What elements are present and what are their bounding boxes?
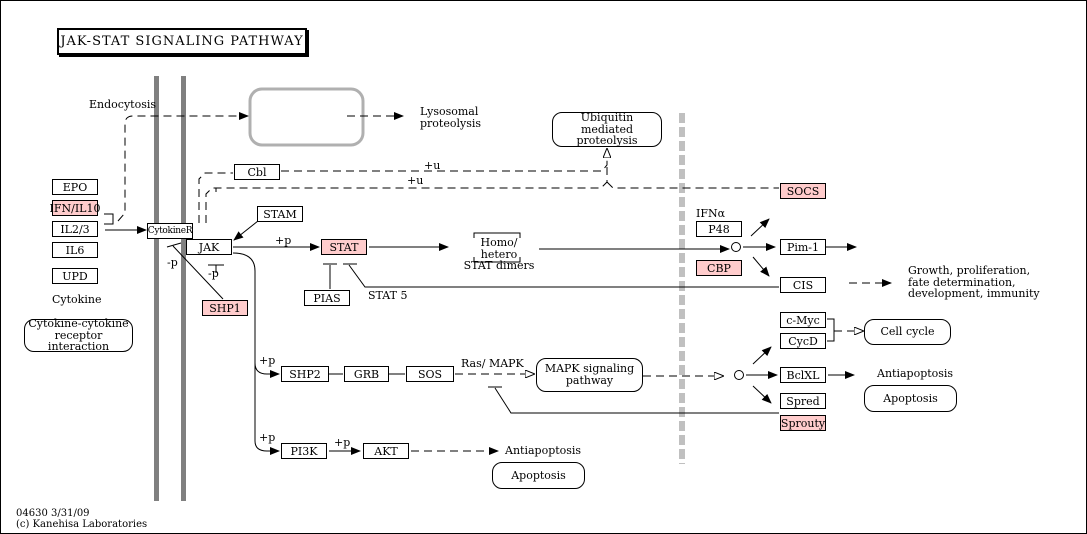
link-cytokine-interaction[interactable]: Cytokine-cytokine receptor interaction xyxy=(24,318,133,353)
label-plus-p-pi3k: +p xyxy=(259,431,276,444)
cell-membrane-outer xyxy=(154,76,159,501)
link-apoptosis-bottom[interactable]: Apoptosis xyxy=(492,462,585,489)
node-grb[interactable]: GRB xyxy=(344,366,389,382)
node-shp2[interactable]: SHP2 xyxy=(281,366,329,382)
label-plus-p-akt: +p xyxy=(334,436,351,449)
node-pias[interactable]: PIAS xyxy=(304,290,350,306)
node-stam[interactable]: STAM xyxy=(257,206,303,222)
node-ifn-il10[interactable]: IFN/IL10 xyxy=(49,200,101,216)
edge-stam-jak xyxy=(233,220,259,241)
edge-socs-ubiquitin xyxy=(205,166,779,223)
node-pi3k[interactable]: PI3K xyxy=(281,443,327,459)
link-apoptosis-right[interactable]: Apoptosis xyxy=(864,385,957,412)
label-stat-dimers: Homo/ hetero STAT dimers xyxy=(463,236,535,273)
node-stat[interactable]: STAT xyxy=(321,239,367,255)
transcription-node-lower xyxy=(734,370,744,380)
label-lysosomal: Lysosomal proteolysis xyxy=(420,105,482,130)
edge-cbl-ubiquitin xyxy=(281,149,607,172)
label-plus-u-2: +u xyxy=(407,174,424,187)
label-minus-p-1: -p xyxy=(167,256,178,269)
node-akt[interactable]: AKT xyxy=(363,443,409,459)
label-minus-p-2: -p xyxy=(208,267,219,280)
node-cbl[interactable]: Cbl xyxy=(234,164,280,180)
link-mapk-signaling[interactable]: MAPK signaling pathway xyxy=(536,358,643,392)
label-plus-u-1: +u xyxy=(424,159,441,172)
link-ubiquitin-proteolysis[interactable]: Ubiquitin mediated proteolysis xyxy=(552,112,662,147)
edge-node-cis xyxy=(752,256,770,277)
label-ras-mapk: Ras/ MAPK xyxy=(461,357,524,370)
node-upd[interactable]: UPD xyxy=(52,268,98,284)
node-bclxl[interactable]: BclXL xyxy=(780,367,826,383)
node-p48[interactable]: P48 xyxy=(696,221,742,237)
node-cmyc[interactable]: c-Myc xyxy=(780,312,826,328)
dimer-bracket xyxy=(473,232,521,263)
edge-shp1-receptor xyxy=(166,242,224,300)
lysosome xyxy=(248,87,365,147)
edge-ligand-bracket xyxy=(104,213,114,225)
node-cis[interactable]: CIS xyxy=(780,277,826,293)
node-cycd[interactable]: CycD xyxy=(780,333,826,349)
footer: 04630 3/31/09 (c) Kanehisa Laboratories xyxy=(16,508,147,530)
edge-jak-shp2 xyxy=(254,362,280,378)
footer-copyright: (c) Kanehisa Laboratories xyxy=(16,519,148,530)
edge-shp1-jak xyxy=(208,264,224,273)
node-socs[interactable]: SOCS xyxy=(780,183,826,199)
node-jak[interactable]: JAK xyxy=(186,239,232,255)
node-shp1[interactable]: SHP1 xyxy=(202,300,248,316)
node-pim1[interactable]: Pim-1 xyxy=(780,239,826,255)
edge-pias-stat xyxy=(323,263,337,289)
transcription-node-upper xyxy=(731,242,741,252)
edge-sprouty-inhibit xyxy=(488,386,779,414)
edge-node-spred xyxy=(752,385,772,404)
label-stat5: STAT 5 xyxy=(368,289,408,302)
label-endocytosis: Endocytosis xyxy=(89,98,157,111)
node-sos[interactable]: SOS xyxy=(406,366,454,382)
label-growth: Growth, proliferation, fate determinatio… xyxy=(908,264,1040,301)
node-cytokiner[interactable]: CytokineR xyxy=(147,223,193,239)
node-il2-3[interactable]: IL2/3 xyxy=(52,221,98,237)
pathway-title: JAK-STAT SIGNALING PATHWAY xyxy=(57,28,307,55)
edge-node-cmyc xyxy=(752,346,772,365)
node-epo[interactable]: EPO xyxy=(52,179,98,195)
label-plus-p-shp2: +p xyxy=(259,354,276,367)
edge-receptor-cbl xyxy=(198,172,233,223)
node-spred[interactable]: Spred xyxy=(780,393,826,409)
edge-stat5-cis xyxy=(343,263,779,288)
label-antiapoptosis-bottom: Antiapoptosis xyxy=(505,444,582,457)
footer-id: 04630 3/31/09 xyxy=(16,508,90,519)
node-sprouty[interactable]: Sprouty xyxy=(780,415,826,431)
label-ifna: IFNα xyxy=(696,207,726,220)
edge-endocytosis xyxy=(117,112,249,222)
label-plus-p-jak: +p xyxy=(275,234,292,247)
label-antiapoptosis-right: Antiapoptosis xyxy=(877,367,954,380)
edge-node-up xyxy=(750,218,770,237)
node-il6[interactable]: IL6 xyxy=(52,242,98,258)
node-cbp[interactable]: CBP xyxy=(696,260,742,276)
edge-cycd-bracket xyxy=(827,318,835,342)
label-cytokine: Cytokine xyxy=(52,293,102,306)
edge-jak-down xyxy=(232,252,280,455)
link-cell-cycle[interactable]: Cell cycle xyxy=(864,319,951,345)
cell-membrane-inner xyxy=(181,76,186,501)
